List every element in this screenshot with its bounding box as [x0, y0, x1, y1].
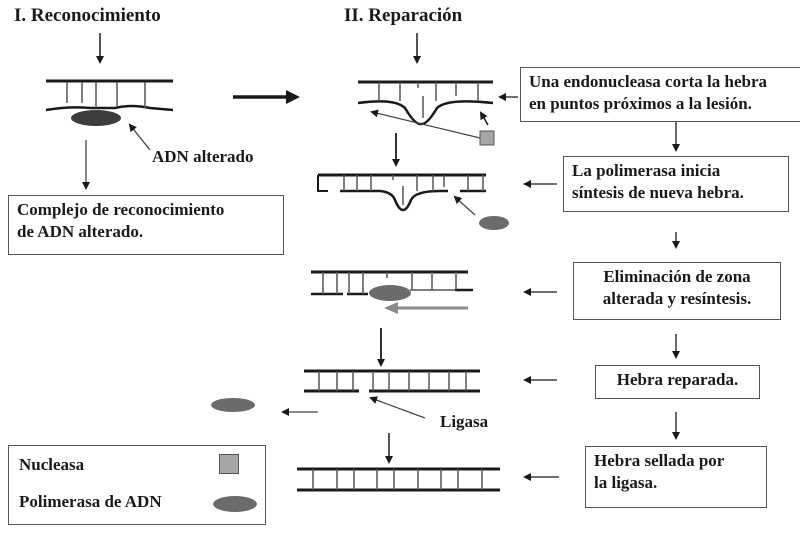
box-line: en puntos próximos a la lesión.	[529, 94, 752, 113]
legend-label-polymerase: Polimerasa de ADN	[19, 492, 162, 511]
box-step4-repaired: Hebra reparada.	[595, 365, 760, 399]
legend-label-nuclease: Nucleasa	[19, 455, 85, 474]
arrow-polymerase-to-gap	[453, 195, 476, 216]
box-line: Complejo de reconocimiento	[17, 200, 225, 219]
box-step3-excision: Eliminación de zona alterada y resíntesi…	[573, 262, 781, 320]
section-title-repair: II. Reparación	[344, 5, 463, 26]
box-line: de ADN alterado.	[17, 222, 144, 241]
box-recognition-complex: Complejo de reconocimiento de ADN altera…	[8, 195, 284, 255]
polymerase-ellipse-step3	[369, 285, 411, 301]
dna-excision-resynthesis	[311, 270, 473, 296]
box-line: Eliminación de zona	[603, 267, 751, 286]
box-line: Una endonucleasa corta la hebra	[529, 72, 767, 91]
dna-damaged-recognition	[45, 79, 174, 112]
dna-sealed	[297, 467, 500, 492]
box-step5-sealed: Hebra sellada por la ligasa.	[585, 446, 767, 508]
label-altered-dna: ADN alterado	[152, 147, 254, 166]
box-step2-polymerase: La polimerasa inicia síntesis de nueva h…	[563, 156, 789, 212]
box-line: La polimerasa inicia	[572, 161, 721, 180]
dark-ellipse-icon	[213, 496, 257, 512]
box-line: Hebra reparada.	[616, 370, 739, 389]
box-line: alterada y resíntesis.	[602, 289, 752, 308]
polymerase-ellipse-step2	[479, 216, 509, 230]
arrow-nuclease-right-cut	[479, 111, 489, 126]
dna-repaired-nicked	[304, 369, 480, 393]
dna-polymerase-start	[317, 173, 486, 212]
recognition-complex-ellipse	[71, 110, 121, 126]
arrow-ligase-to-nick	[369, 396, 426, 419]
dna-endonuclease-cut	[357, 80, 494, 126]
arrow-to-altered-dna	[128, 123, 151, 151]
label-ligase: Ligasa	[440, 412, 489, 431]
box-line: Hebra sellada por	[594, 451, 725, 470]
polymerase-ellipse-released	[211, 398, 255, 412]
arrow-nuclease-left-cut	[370, 109, 481, 139]
box-line: síntesis de nueva hebra.	[572, 183, 744, 202]
legend: Nucleasa Polimerasa de ADN	[8, 445, 266, 525]
gray-square-icon	[219, 454, 239, 474]
nuclease-square	[479, 130, 495, 146]
box-line: la ligasa.	[594, 473, 658, 492]
section-title-recognition: I. Reconocimiento	[14, 5, 161, 26]
box-step1-endonuclease: Una endonucleasa corta la hebra en punto…	[520, 67, 800, 122]
